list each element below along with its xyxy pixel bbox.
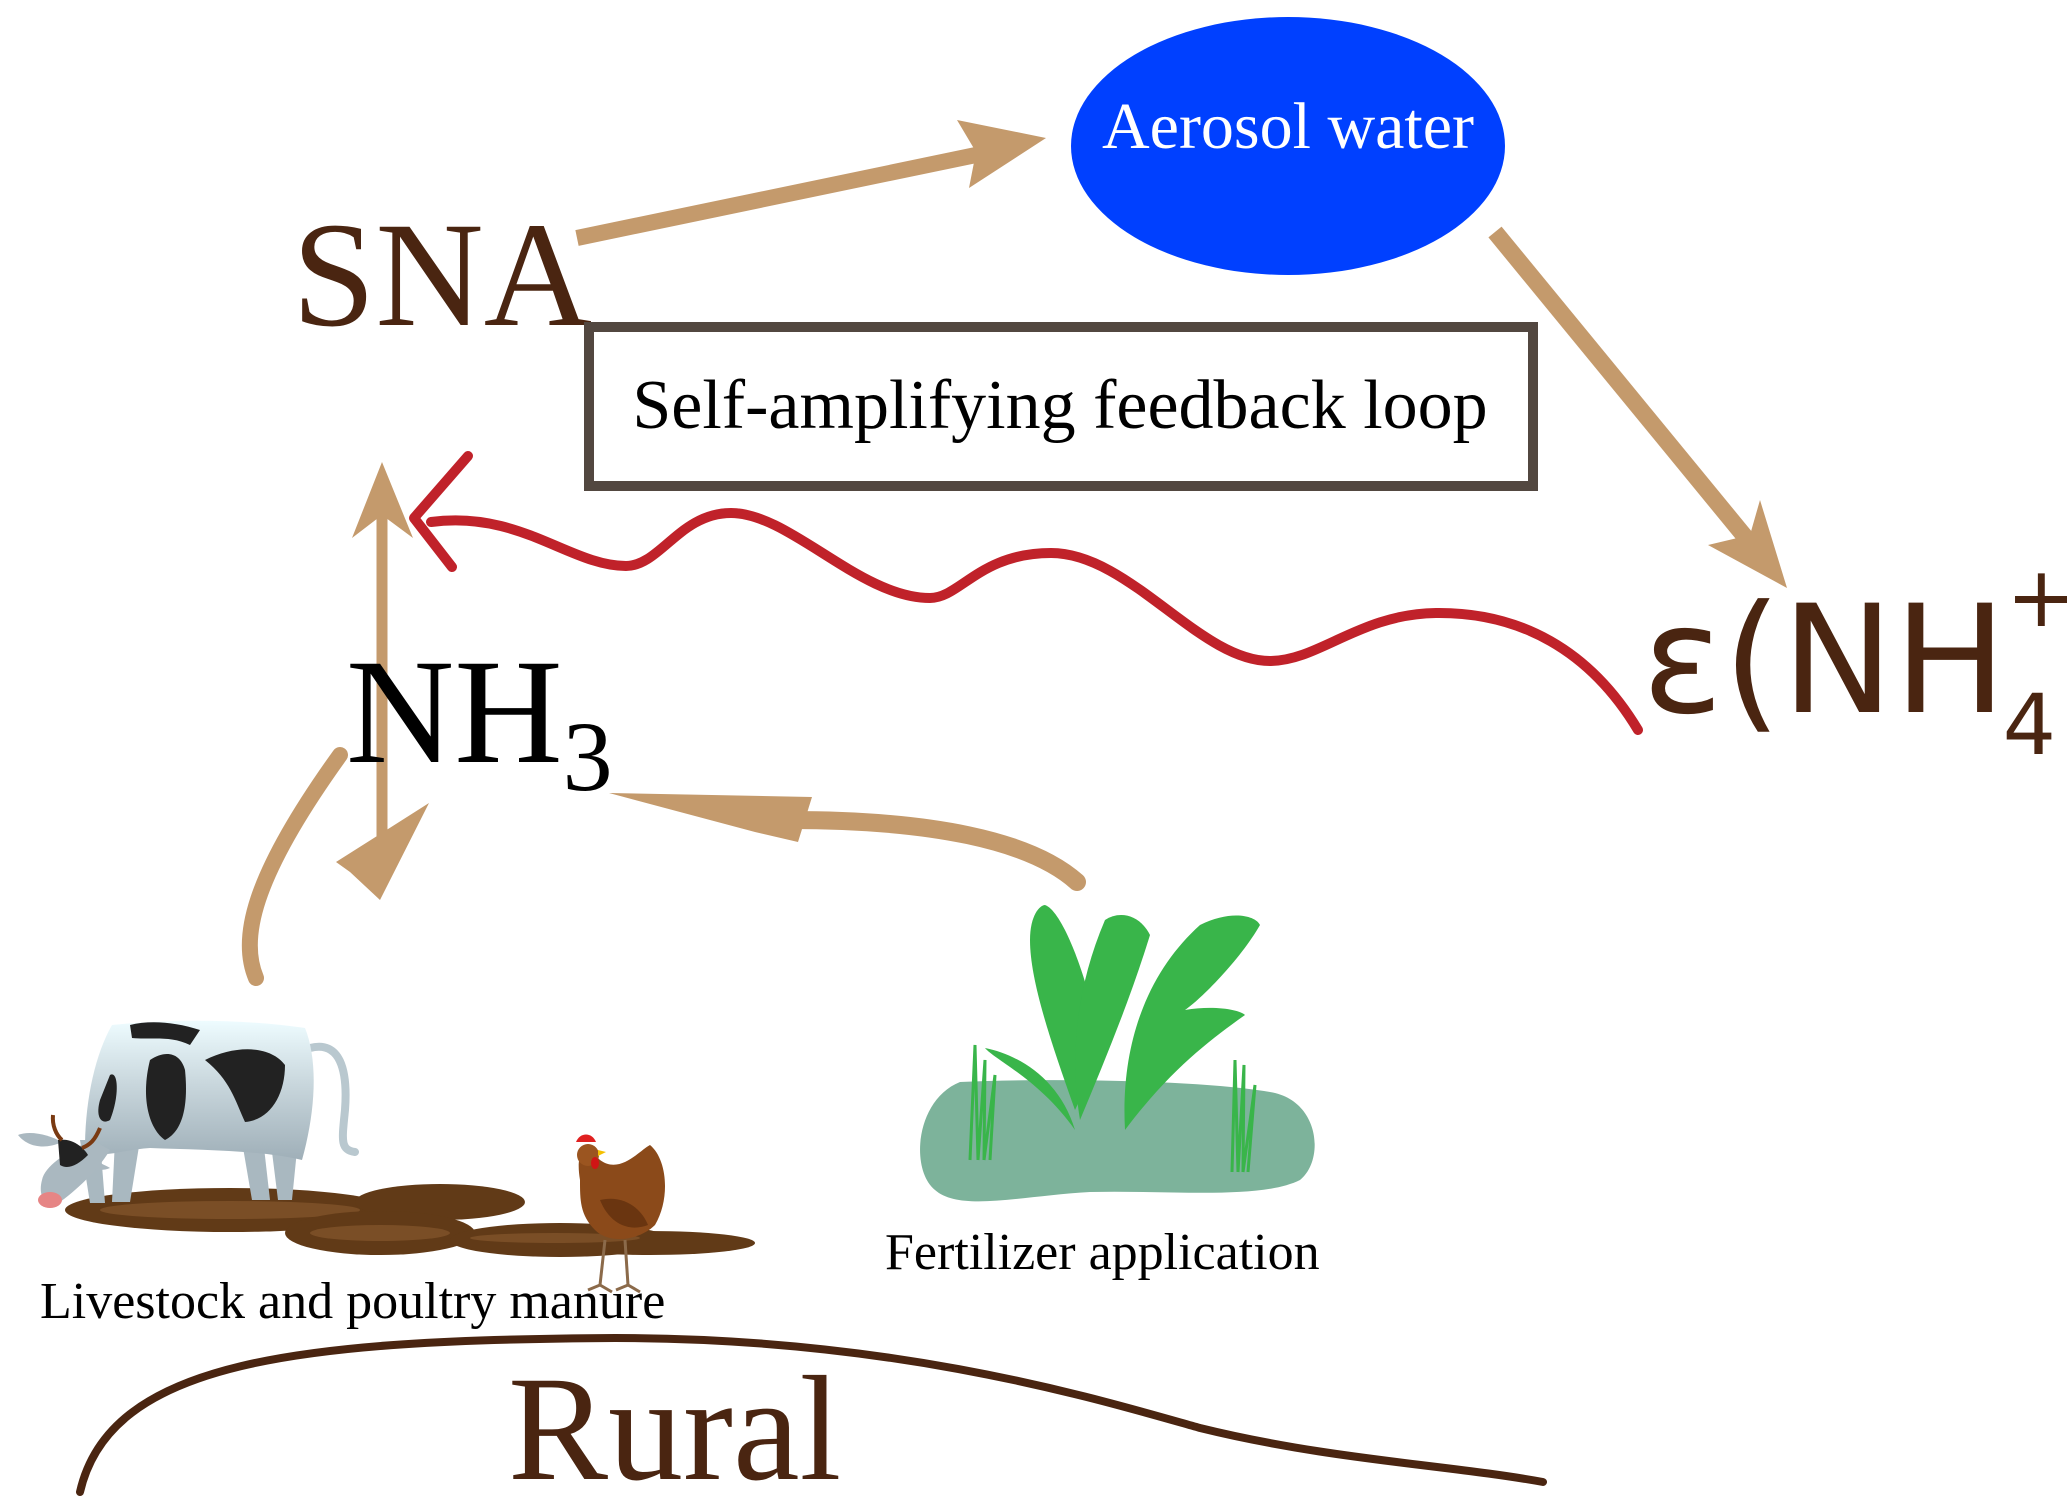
chicken-illustration [576, 1134, 666, 1294]
arrow-nh3-to-sna [352, 462, 413, 845]
feedback-loop-box: Self-amplifying feedback loop [584, 322, 1538, 491]
rural-ground-curve [76, 1333, 1547, 1496]
nh3-node: NH3 [346, 629, 613, 812]
feedback-loop-label: Self-amplifying feedback loop [632, 367, 1487, 444]
epsilon-subscript: 4 [2003, 676, 2056, 774]
nh3-label: NH3 [346, 629, 613, 812]
arrow-livestock-to-nh3 [241, 747, 429, 986]
epsilon-nh4-node: ε(NH4+) [1642, 548, 2067, 774]
arrow-fertilizer-to-nh3 [609, 793, 1086, 891]
nh3-subscript: 3 [563, 701, 613, 812]
fertilizer-label: Fertilizer application [885, 1224, 1320, 1281]
cow-illustration [18, 1020, 359, 1208]
arrow-sna-to-aerosol [575, 120, 1046, 246]
arrow-aerosol-to-epsilon [1488, 226, 1787, 588]
rural-label: Rural [508, 1346, 841, 1512]
manure-illustration [65, 1184, 755, 1257]
epsilon-nh4-label: ε(NH4+) [1642, 548, 2067, 774]
feedback-wavy-arrow [409, 451, 1643, 735]
aerosol-water-label: Aerosol water [1102, 90, 1474, 163]
fertilizer-illustration [920, 905, 1315, 1202]
aerosol-water-node: Aerosol water [1071, 17, 1505, 275]
aerosol-water-ellipse [1071, 17, 1505, 275]
sna-label: SNA [292, 192, 592, 358]
livestock-label: Livestock and poultry manure [40, 1273, 665, 1330]
epsilon-superscript: + [2006, 548, 2067, 646]
